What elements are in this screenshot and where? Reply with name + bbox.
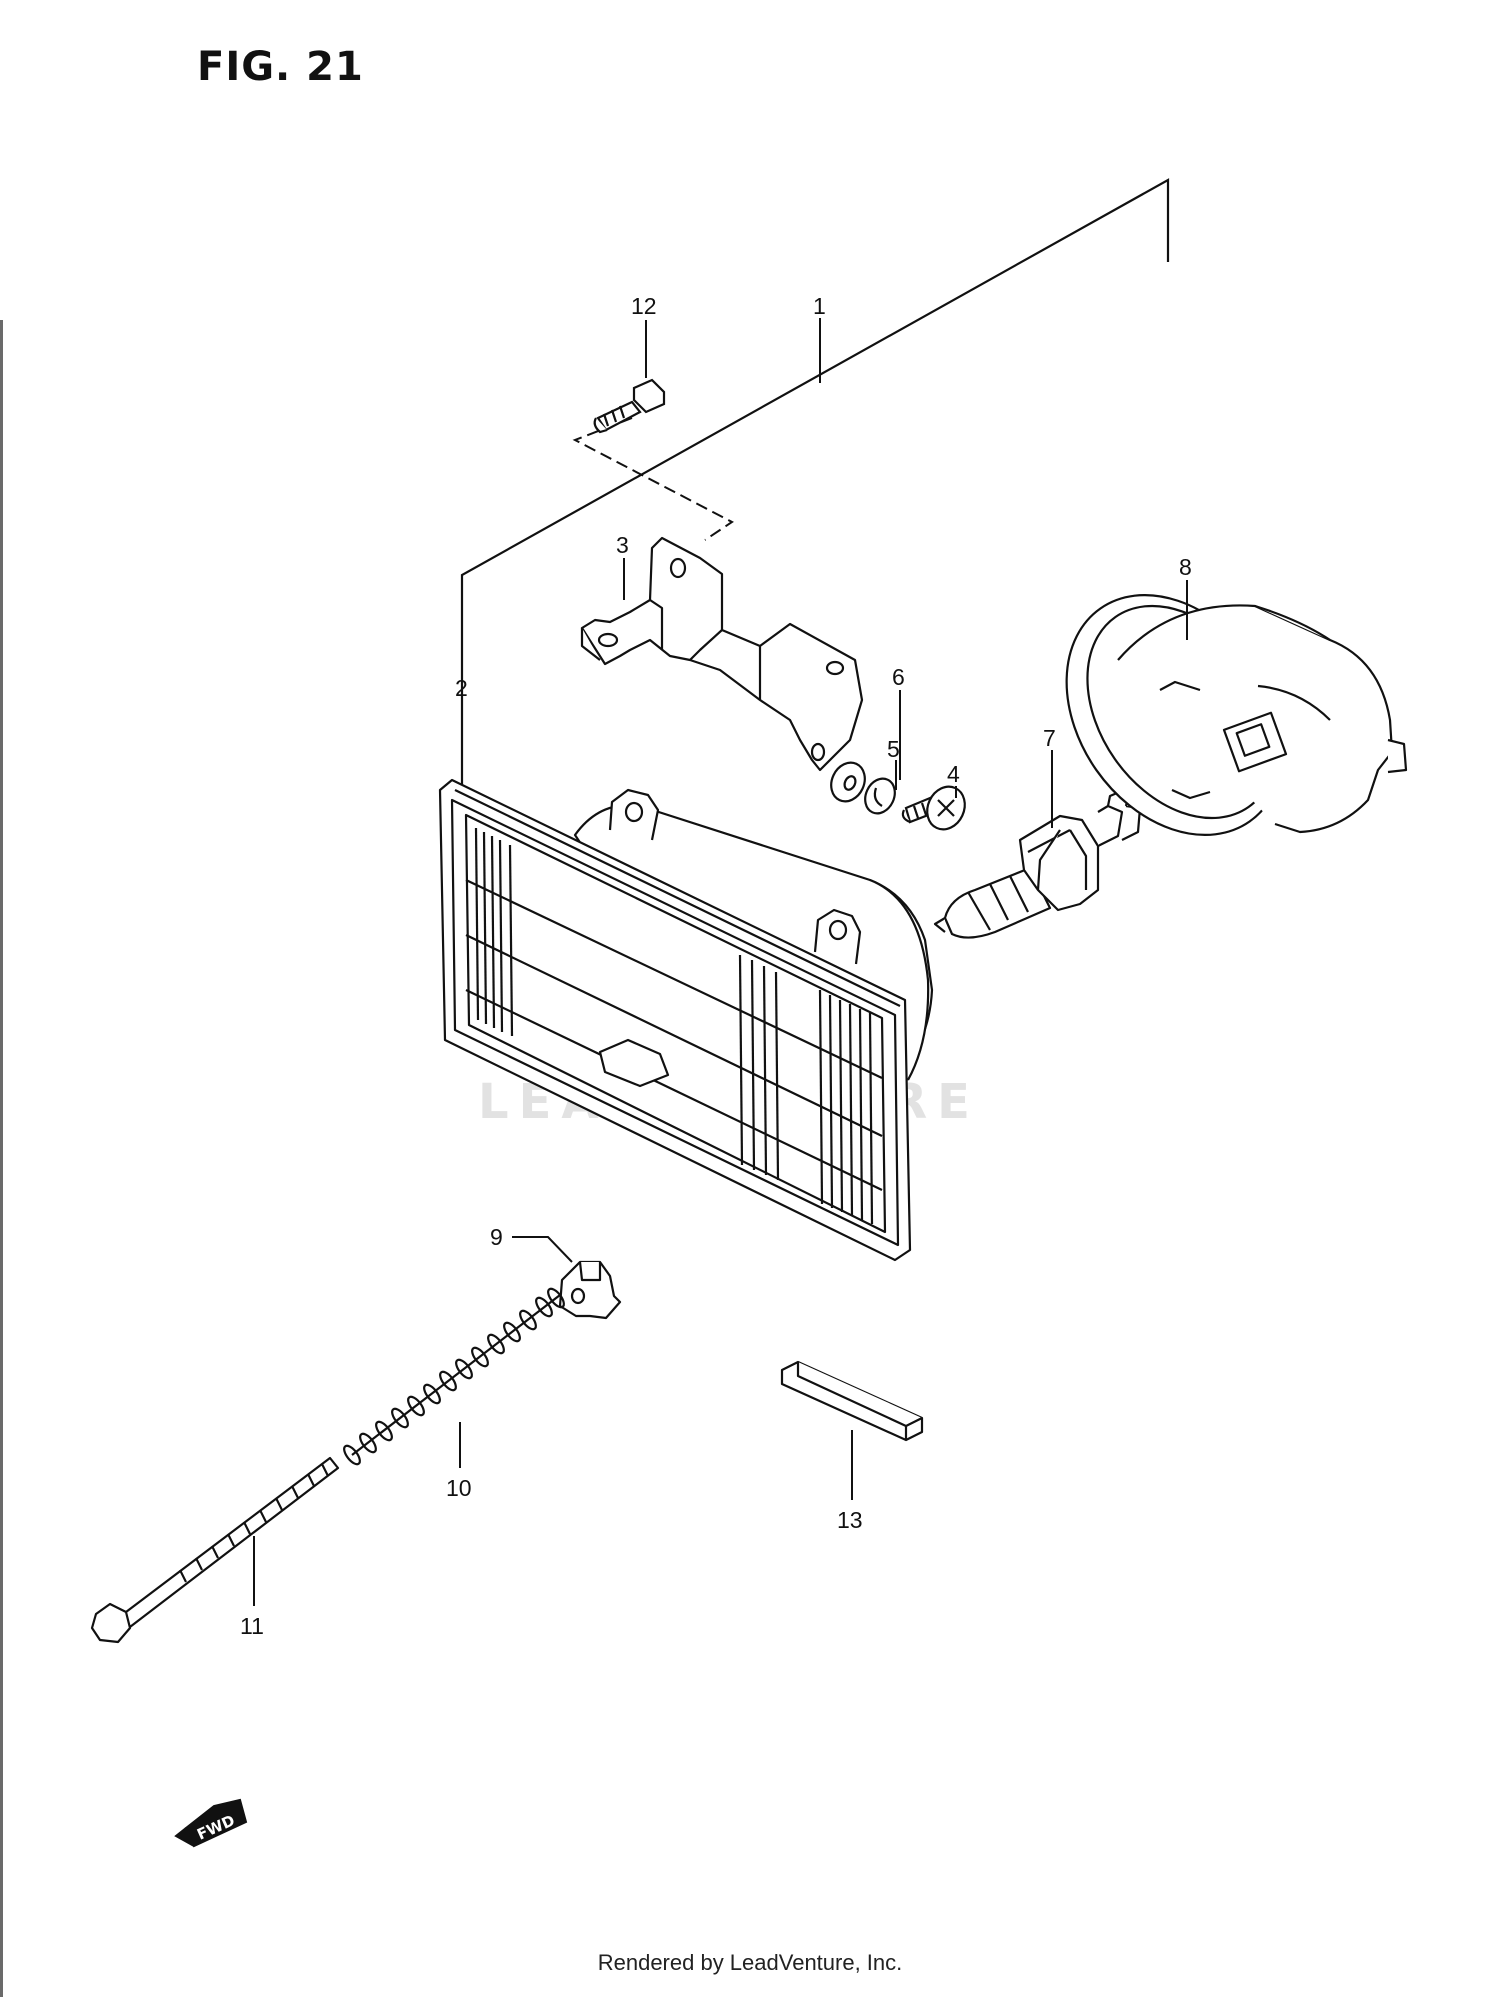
lock-washer-5 [864,777,896,815]
adjust-screw-11 [90,1456,340,1644]
washer-6 [830,761,866,803]
callout-3: 3 [616,532,629,558]
mount-bracket-3 [580,536,864,772]
cushion-13 [780,1360,924,1442]
callout-1: 1 [813,293,826,319]
callout-2: 2 [455,675,468,701]
headlight-unit-2 [438,778,934,1262]
bulb-7 [933,788,1146,939]
leader-9 [512,1236,573,1263]
callout-5: 5 [887,736,900,762]
bolt-12 [593,378,666,434]
direction-arrow: FWD [174,1798,248,1848]
figure-title: FIG. 21 [197,44,364,90]
callout-10: 10 [446,1475,472,1501]
callout-11: 11 [240,1613,264,1639]
screw-4 [901,785,966,831]
alignment-dashed-line [572,417,734,541]
nut-clip-9 [558,1260,622,1320]
socket-cover-8 [1065,594,1408,836]
leader-lines [253,318,1188,1606]
spring-10 [343,1287,565,1466]
callout-9: 9 [490,1224,503,1250]
assembly-bracket [460,178,1170,790]
callout-12: 12 [631,293,657,319]
callout-6: 6 [892,664,905,690]
callout-13: 13 [837,1507,863,1533]
footer-credit: Rendered by LeadVenture, Inc. [597,1950,903,1975]
scan-edge [0,320,3,1997]
callout-7: 7 [1043,725,1056,751]
callout-8: 8 [1179,554,1192,580]
callout-4: 4 [947,761,960,787]
